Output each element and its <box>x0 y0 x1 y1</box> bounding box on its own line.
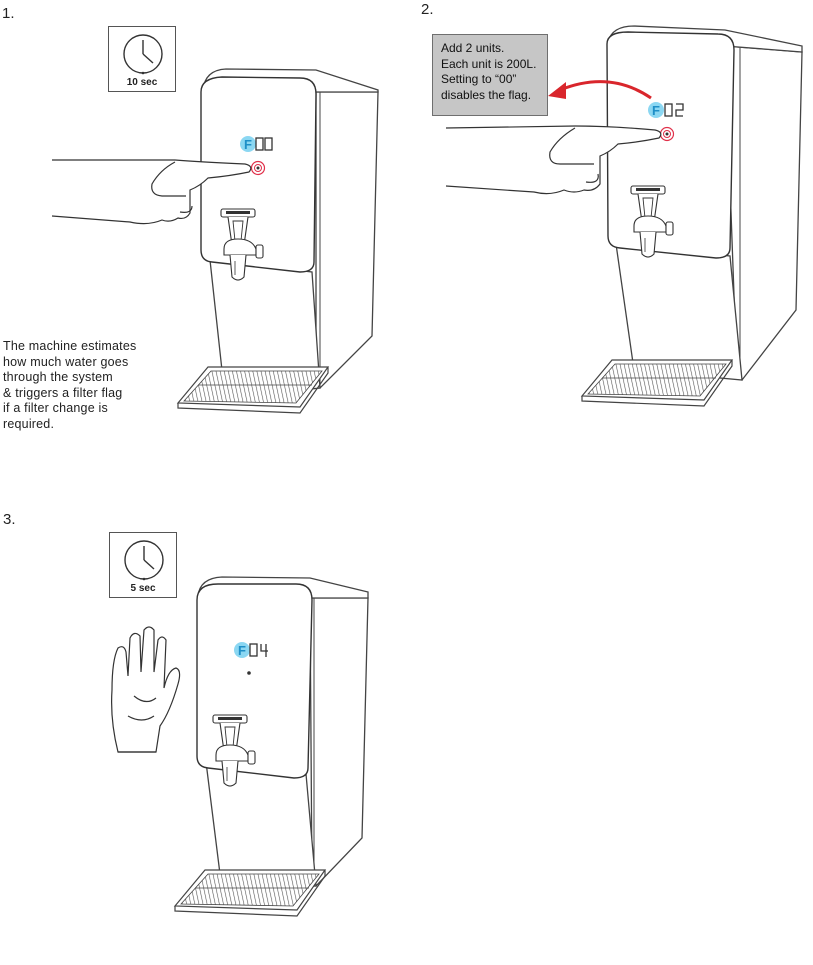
svg-text:F: F <box>238 643 246 658</box>
water-machine-2 <box>581 25 803 407</box>
touch-button-1 <box>250 160 266 176</box>
step-2-number: 2. <box>421 1 434 18</box>
display-readout-2: F <box>648 102 684 118</box>
info-line: & triggers a filter flag <box>3 385 123 400</box>
info-line: required. <box>3 416 55 431</box>
callout-box: Add 2 units. Each unit is 200L. Setting … <box>432 34 548 116</box>
display-readout-1: F <box>240 136 273 152</box>
pointing-hand-icon <box>445 125 662 195</box>
timer-label: 10 sec <box>126 77 158 88</box>
pointing-hand-icon <box>51 159 252 225</box>
callout-line: disables the flag. <box>441 87 532 102</box>
step-1-number: 1. <box>2 5 15 22</box>
water-machine-3 <box>174 576 369 917</box>
curved-arrow-icon <box>548 80 652 100</box>
callout-line: Add 2 units. <box>441 41 505 55</box>
info-line: The machine estimates <box>3 339 137 353</box>
open-hand-icon <box>111 626 181 753</box>
callout-line: Setting to “00” <box>441 72 517 87</box>
timer-label: 5 sec <box>130 583 156 594</box>
clock-icon <box>124 540 164 581</box>
svg-text:F: F <box>244 137 252 152</box>
filter-info-text: The machine estimates how much water goe… <box>3 339 163 432</box>
touch-button-3 <box>247 671 251 675</box>
info-line: through the system <box>3 370 113 384</box>
water-machine-1 <box>177 68 379 414</box>
info-line: how much water goes <box>3 354 129 369</box>
callout-line: Each unit is 200L. <box>441 56 537 71</box>
svg-text:F: F <box>652 103 660 118</box>
info-line: if a filter change is <box>3 401 108 415</box>
step-3-number: 3. <box>3 511 16 528</box>
display-readout-3: F <box>234 642 268 658</box>
clock-icon <box>123 34 163 75</box>
timer-box-10sec: 10 sec <box>108 26 176 92</box>
timer-box-5sec: 5 sec <box>109 532 177 598</box>
